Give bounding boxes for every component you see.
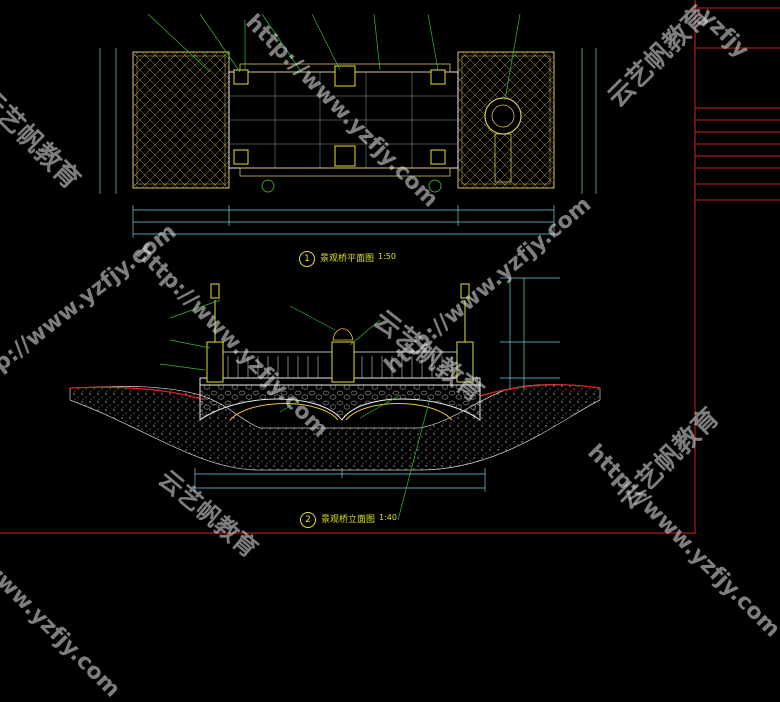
plan-title: 景观桥平面图 [320, 254, 375, 264]
plan-number: 1 [299, 251, 315, 267]
elevation-title: 景观桥立面图 [321, 515, 376, 525]
elevation-view [69, 277, 601, 521]
plan-view [99, 13, 597, 238]
elevation-number: 2 [300, 512, 316, 528]
plan-scale: 1:50 [378, 252, 396, 261]
title-block-frame [0, 0, 780, 534]
elevation-scale: 1:40 [379, 513, 397, 522]
bridge-drawing [0, 0, 780, 534]
